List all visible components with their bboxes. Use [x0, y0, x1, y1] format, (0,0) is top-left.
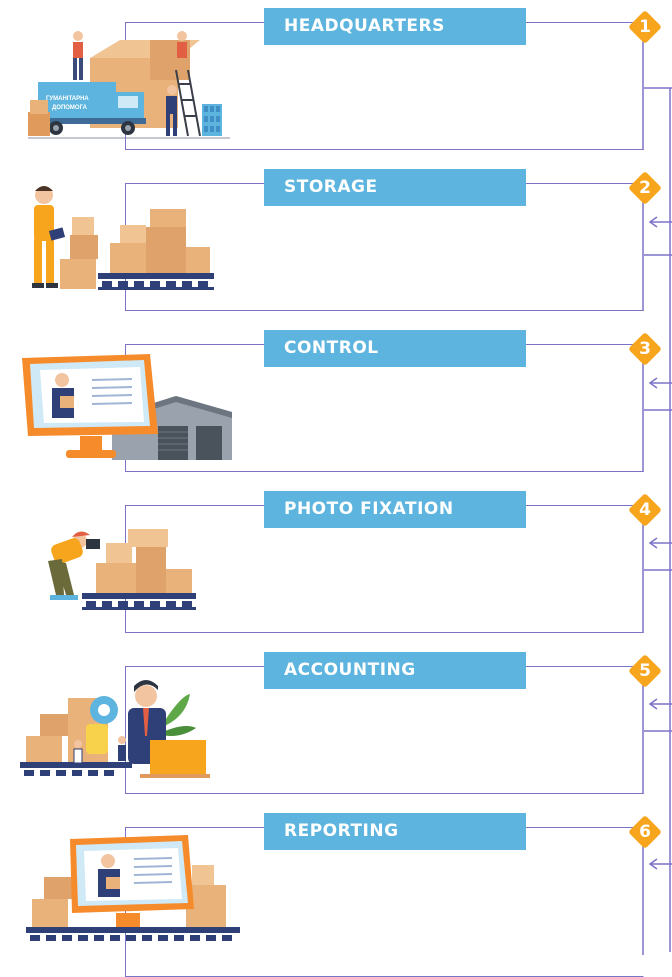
truck-text-line-2: ДОПОМОГА [52, 105, 88, 111]
step-title: HEADQUARTERS [264, 8, 526, 45]
step-title: ACCOUNTING [264, 652, 526, 689]
frame-right-edge [642, 22, 644, 150]
aid-truck-illustration: ГУМАНІТАРНА ДОПОМОГА [28, 31, 230, 139]
step-number-badge: 6 [627, 814, 663, 850]
step-4: PHOTO FIXATION 4 [0, 483, 672, 644]
step-number-badge: 2 [627, 170, 663, 206]
step-number-badge: 1 [627, 9, 663, 45]
step-number-badge: 4 [627, 492, 663, 528]
reporting-illustration [26, 835, 240, 941]
step-title: PHOTO FIXATION [264, 491, 526, 528]
storage-illustration [32, 186, 214, 290]
step-6: REPORTING 6 [0, 805, 672, 977]
step-title: REPORTING [264, 813, 526, 850]
frame-right-edge [642, 505, 644, 633]
connector-lines [644, 87, 672, 952]
photo-fixation-illustration [48, 529, 196, 610]
step-3: CONTROL 3 [0, 322, 672, 483]
step-2: STORAGE 2 [0, 161, 672, 322]
control-illustration [22, 354, 232, 460]
accounting-illustration [20, 680, 210, 778]
step-title: STORAGE [264, 169, 526, 206]
step-number-badge: 5 [627, 653, 663, 689]
frame-right-edge [642, 183, 644, 311]
frame-right-edge [642, 344, 644, 472]
frame-right-edge [642, 666, 644, 794]
step-1: HEADQUARTERS 1 ГУМАНІТАРНА ДОПОМОГА [0, 0, 672, 161]
step-5: ACCOUNTING 5 [0, 644, 672, 805]
step-title: CONTROL [264, 330, 526, 367]
step-number-badge: 3 [627, 331, 663, 367]
truck-text-line-1: ГУМАНІТАРНА [46, 96, 89, 102]
